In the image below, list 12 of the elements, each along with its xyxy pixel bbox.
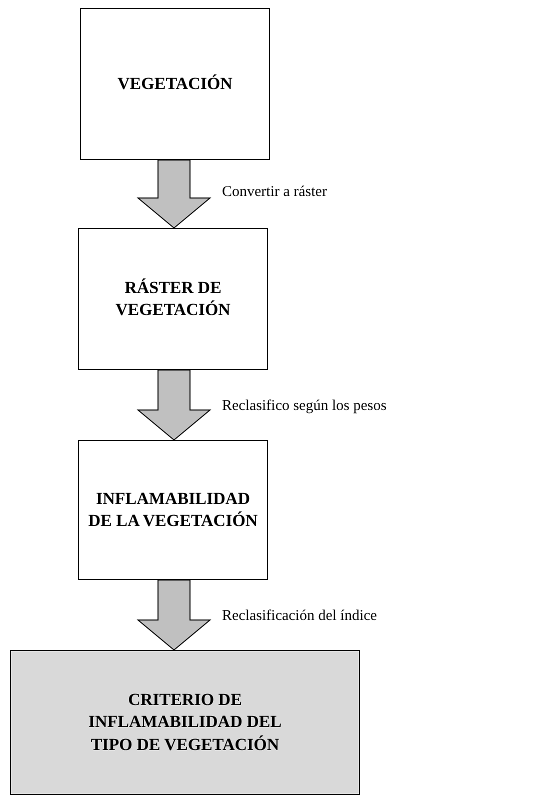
box-label: VEGETACIÓN [118, 72, 232, 95]
block-arrow [136, 370, 212, 441]
box-label: CRITERIO DE INFLAMABILIDAD DEL TIPO DE VEGETACIÓN [87, 689, 283, 756]
process-box [10, 650, 360, 795]
process-box [80, 8, 270, 160]
edge-label: Reclasifico según los pesos [222, 398, 387, 415]
block-arrow [136, 580, 212, 651]
box-label: INFLAMABILIDAD DE LA VEGETACIÓN [87, 488, 259, 532]
block-arrow [136, 160, 212, 229]
box-label: RÁSTER DE VEGETACIÓN [114, 276, 232, 321]
process-box [78, 440, 268, 580]
process-box [78, 228, 268, 370]
